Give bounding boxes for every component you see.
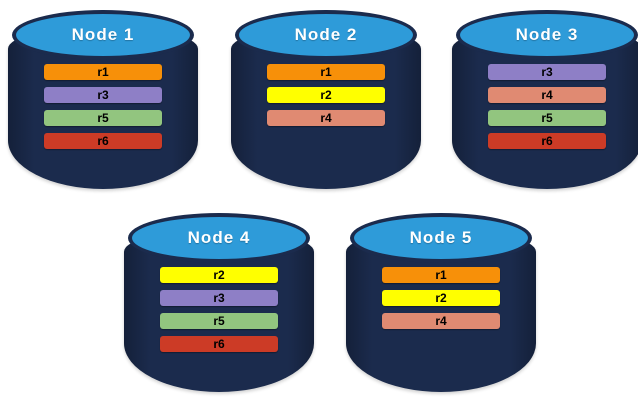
record-bar[interactable]: r4 [488, 87, 606, 103]
record-label: r2 [435, 291, 447, 305]
cylinder-top-icon: Node 3 [456, 10, 638, 60]
database-node-3[interactable]: Node 3 r3 r4 r5 r6 [452, 4, 638, 189]
record-label: r5 [213, 314, 225, 328]
record-list: r1 r2 r4 [231, 64, 421, 126]
record-label: r6 [541, 134, 553, 148]
record-label: r2 [213, 268, 225, 282]
record-list: r3 r4 r5 r6 [452, 64, 638, 149]
record-label: r6 [213, 337, 225, 351]
record-bar[interactable]: r5 [44, 110, 162, 126]
node-title: Node 5 [409, 228, 473, 247]
record-bar[interactable]: r2 [160, 267, 278, 283]
cylinder-top-icon: Node 2 [235, 10, 417, 60]
database-node-4[interactable]: Node 4 r2 r3 r5 r6 [124, 207, 314, 392]
node-title: Node 1 [71, 25, 135, 44]
record-list: r2 r3 r5 r6 [124, 267, 314, 352]
record-bar[interactable]: r4 [267, 110, 385, 126]
record-label: r3 [213, 291, 225, 305]
record-label: r5 [541, 111, 553, 125]
record-list: r1 r2 r4 [346, 267, 536, 329]
database-node-1[interactable]: Node 1 r1 r3 r5 r6 [8, 4, 198, 189]
cylinder-top-icon: Node 5 [350, 213, 532, 263]
node-title: Node 2 [294, 25, 358, 44]
database-node-5[interactable]: Node 5 r1 r2 r4 [346, 207, 536, 392]
record-label: r4 [435, 314, 447, 328]
cylinder-top-icon: Node 4 [128, 213, 310, 263]
record-bar[interactable]: r3 [44, 87, 162, 103]
record-bar[interactable]: r3 [488, 64, 606, 80]
record-label: r6 [97, 134, 109, 148]
record-label: r1 [320, 65, 332, 79]
record-bar[interactable]: r6 [488, 133, 606, 149]
node-title: Node 3 [515, 25, 579, 44]
record-bar[interactable]: r2 [382, 290, 500, 306]
record-label: r5 [97, 111, 109, 125]
record-bar[interactable]: r2 [267, 87, 385, 103]
record-bar[interactable]: r1 [44, 64, 162, 80]
record-bar[interactable]: r6 [44, 133, 162, 149]
record-bar[interactable]: r5 [160, 313, 278, 329]
record-label: r2 [320, 88, 332, 102]
record-bar[interactable]: r6 [160, 336, 278, 352]
record-label: r3 [97, 88, 109, 102]
record-label: r4 [541, 88, 553, 102]
record-label: r1 [435, 268, 447, 282]
record-bar[interactable]: r4 [382, 313, 500, 329]
record-label: r1 [97, 65, 109, 79]
record-bar[interactable]: r1 [382, 267, 500, 283]
record-label: r4 [320, 111, 332, 125]
record-bar[interactable]: r1 [267, 64, 385, 80]
record-bar[interactable]: r5 [488, 110, 606, 126]
record-list: r1 r3 r5 r6 [8, 64, 198, 149]
database-node-2[interactable]: Node 2 r1 r2 r4 [231, 4, 421, 189]
cylinder-top-icon: Node 1 [12, 10, 194, 60]
node-title: Node 4 [187, 228, 251, 247]
record-bar[interactable]: r3 [160, 290, 278, 306]
record-label: r3 [541, 65, 553, 79]
